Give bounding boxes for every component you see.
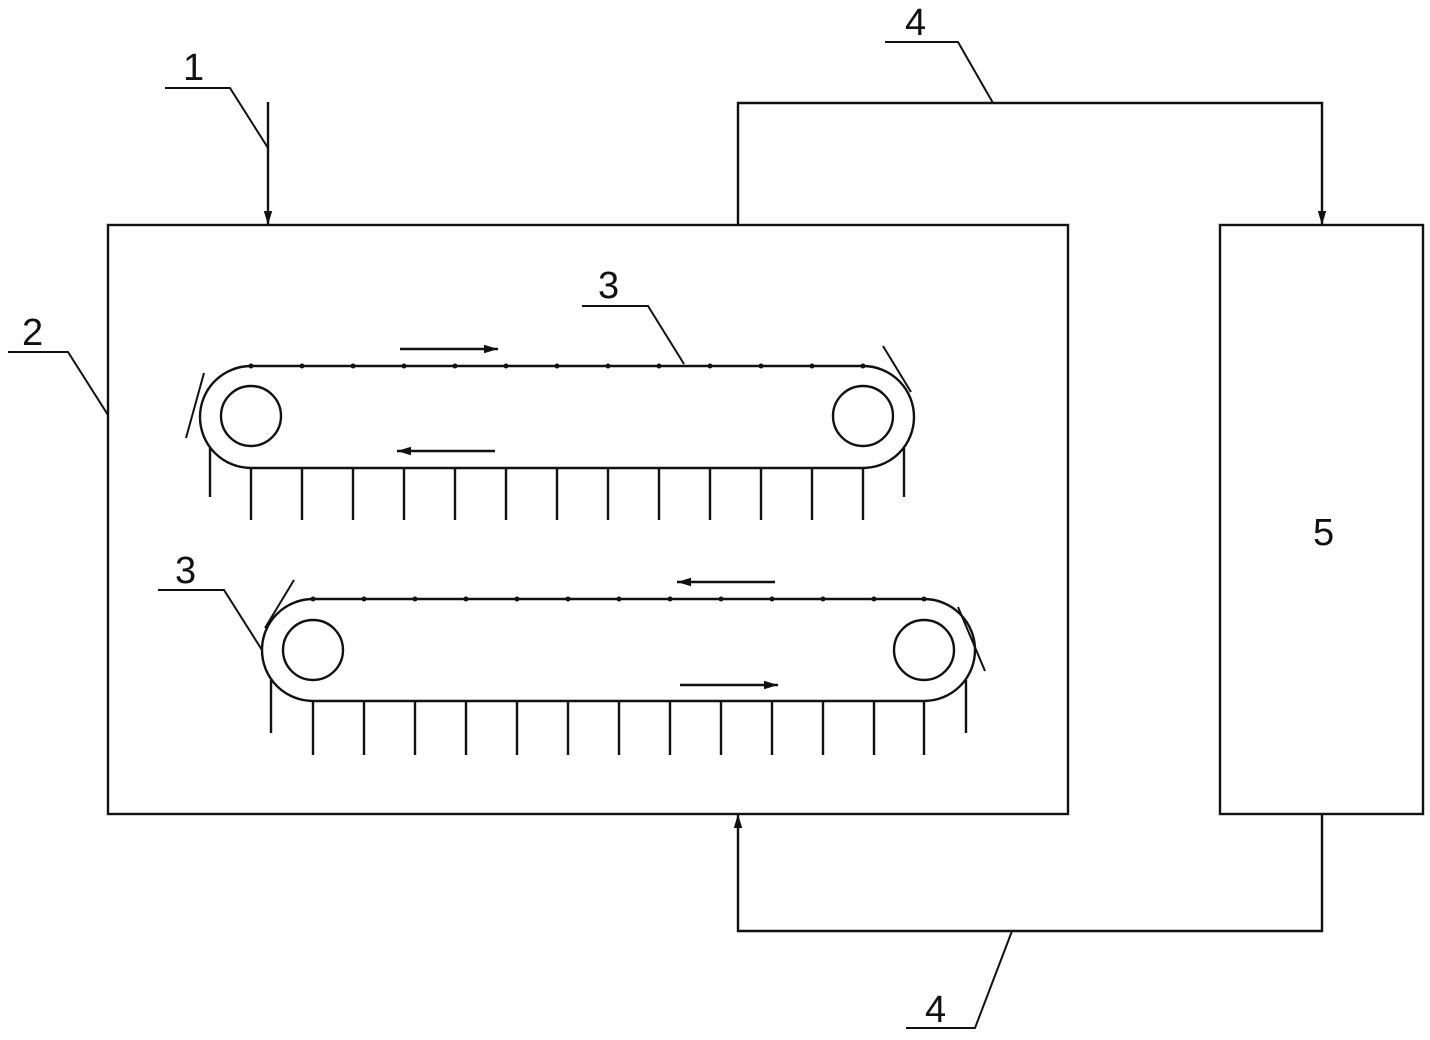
upper-belt-dot <box>401 363 407 369</box>
pulley-upper-left <box>219 384 283 448</box>
lower-belt-dot <box>769 596 775 602</box>
pipe-bottom-label: 4 <box>925 989 946 1031</box>
unit-label: 5 <box>1313 512 1334 554</box>
upper-belt-dot <box>656 363 662 369</box>
upper-belt-dot <box>707 363 713 369</box>
upper-belt-dot <box>503 363 509 369</box>
conveyor-lower: 3 <box>158 550 986 755</box>
upper-belt-dot <box>248 363 254 369</box>
lower-belt-dot <box>310 596 316 602</box>
upper-belt-dot <box>758 363 764 369</box>
feed-inlet-label: 1 <box>183 47 204 89</box>
lower-belt-dot <box>921 596 927 602</box>
conveyor-lower-label: 3 <box>175 550 196 592</box>
lower-belt-dot <box>616 596 622 602</box>
lower-belt-dot <box>514 596 520 602</box>
pulley-lower-right <box>892 618 956 682</box>
conveyor-upper-label: 3 <box>598 265 619 307</box>
pipe-top: 4 <box>736 2 1327 225</box>
lower-belt-dot <box>820 596 826 602</box>
pulley-lower-left <box>281 618 345 682</box>
lower-belt-dot <box>718 596 724 602</box>
upper-belt-dot <box>860 363 866 369</box>
lower-belt-dot <box>871 596 877 602</box>
feed-inlet: 1 <box>165 47 273 225</box>
upper-belt-dot <box>350 363 356 369</box>
pipe-top-label: 4 <box>905 2 926 44</box>
pipe-bottom: 4 <box>733 814 1324 1031</box>
chamber-box <box>106 223 1070 816</box>
lower-belt-dot <box>412 596 418 602</box>
lower-belt-dot <box>361 596 367 602</box>
upper-belt-dot <box>452 363 458 369</box>
lower-belt-dot <box>565 596 571 602</box>
lower-belt-dot <box>463 596 469 602</box>
chamber-label: 2 <box>22 312 43 354</box>
upper-belt-dot <box>554 363 560 369</box>
conveyor-upper: 3 <box>185 265 916 520</box>
chamber-leader: 2 <box>8 312 109 416</box>
upper-belt-dot <box>299 363 305 369</box>
lower-belt-dot <box>667 596 673 602</box>
upper-belt-dot <box>809 363 815 369</box>
upper-belt-dot <box>605 363 611 369</box>
pulley-upper-right <box>831 384 895 448</box>
